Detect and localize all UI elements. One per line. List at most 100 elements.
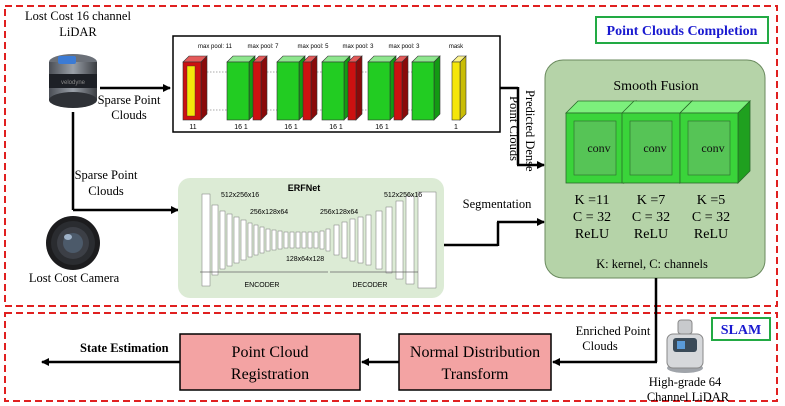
encoder-label: ENCODER bbox=[244, 282, 279, 289]
channel-label-1: 11 bbox=[189, 124, 196, 131]
pool-label-2: max pool: 7 bbox=[247, 44, 279, 50]
completion-region bbox=[4, 5, 778, 307]
erf-layer bbox=[295, 231, 301, 249]
hg-lidar-line1: High-grade 64 bbox=[649, 375, 722, 389]
conv-act-2: ReLU bbox=[634, 227, 668, 242]
decoder-label: DECODER bbox=[352, 282, 387, 289]
erf-layer bbox=[375, 210, 383, 270]
erf-layer bbox=[417, 191, 437, 289]
conv-c-1: C = 32 bbox=[573, 210, 611, 225]
pool-label-6: mask bbox=[449, 44, 464, 50]
lidar-label-line1: Lost Cost 16 channel bbox=[25, 9, 131, 23]
sparse-stage-2: max pool: 7 16 1 bbox=[226, 44, 279, 131]
erfnet-title: ERFNet bbox=[288, 183, 321, 193]
fusion-title: Smooth Fusion bbox=[613, 79, 698, 94]
slam-region bbox=[4, 312, 778, 402]
erf-dim-1: 512x256x16 bbox=[221, 192, 259, 199]
erf-dim-3: 128x64x128 bbox=[286, 256, 324, 263]
state-estimation-label: State Estimation bbox=[80, 341, 169, 355]
erf-layer bbox=[271, 229, 277, 251]
erf-layer bbox=[233, 216, 240, 264]
erf-layer bbox=[226, 213, 233, 267]
erf-layer bbox=[307, 231, 313, 249]
erf-layer bbox=[301, 231, 307, 249]
erf-layer bbox=[325, 228, 331, 252]
svg-text:velodyne: velodyne bbox=[61, 80, 86, 86]
sparse-down-line1: Sparse Point bbox=[75, 168, 138, 182]
conv-act-1: ReLU bbox=[575, 227, 609, 242]
completion-title: Point Clouds Completion bbox=[607, 24, 758, 39]
erf-dim-4: 256x128x64 bbox=[320, 209, 358, 216]
erf-layer bbox=[253, 224, 259, 256]
ndt-line1: Normal Distribution bbox=[410, 344, 540, 361]
sparse-stage-3: max pool: 5 16 1 bbox=[276, 44, 329, 131]
sparse-down-line2: Clouds bbox=[88, 184, 124, 198]
pool-label-3: max pool: 5 bbox=[297, 44, 329, 50]
conv-label: conv bbox=[701, 141, 724, 155]
erf-layer bbox=[405, 195, 415, 285]
conv-act-3: ReLU bbox=[694, 227, 728, 242]
pool-label-5: max pool: 3 bbox=[388, 44, 420, 50]
ndt-box bbox=[398, 333, 552, 391]
erf-layer bbox=[319, 230, 325, 250]
channel-label-3: 16 1 bbox=[284, 124, 298, 131]
conv-c-2: C = 32 bbox=[632, 210, 670, 225]
camera-icon bbox=[46, 216, 100, 270]
channel-label-5: 16 1 bbox=[375, 124, 389, 131]
slam-title: SLAM bbox=[721, 323, 761, 338]
channel-label-2: 16 1 bbox=[234, 124, 248, 131]
erf-layer bbox=[333, 224, 340, 256]
enriched-line1: Enriched Point bbox=[576, 324, 651, 338]
sparse-stage-6: mask 1 bbox=[411, 44, 467, 131]
lidar-16-icon: velodyne bbox=[49, 54, 97, 108]
erf-layer bbox=[247, 222, 253, 258]
erf-layer bbox=[395, 200, 404, 280]
erf-layer bbox=[365, 214, 372, 266]
segmentation-label: Segmentation bbox=[463, 197, 532, 211]
hg-lidar-line2: Channel LiDAR bbox=[647, 390, 730, 404]
erf-dim-5: 512x256x16 bbox=[384, 192, 422, 199]
pcr-line1: Point Cloud bbox=[232, 344, 309, 361]
pcr-line2: Registration bbox=[231, 366, 309, 383]
sparse-right-line1: Sparse Point bbox=[98, 93, 161, 107]
erf-layer bbox=[265, 228, 271, 252]
erf-layer bbox=[313, 231, 319, 249]
erf-layer bbox=[385, 206, 393, 274]
erf-layer bbox=[357, 216, 364, 264]
erf-layer bbox=[259, 226, 265, 254]
fusion-conv-3: conv K =5 C = 32 ReLU bbox=[679, 100, 751, 242]
channel-label-6: 1 bbox=[454, 124, 458, 131]
pcr-box bbox=[179, 333, 361, 391]
conv-k-2: K =7 bbox=[637, 193, 666, 208]
conv-k-1: K =11 bbox=[575, 193, 610, 208]
sparse-stage-5: max pool: 3 16 1 bbox=[367, 44, 420, 131]
lidar-64-icon bbox=[666, 319, 704, 373]
erf-layer bbox=[283, 231, 289, 249]
erf-layer bbox=[289, 231, 295, 249]
erf-dim-2: 256x128x64 bbox=[250, 209, 288, 216]
erf-layer bbox=[341, 221, 348, 259]
erf-layer bbox=[349, 218, 356, 262]
predicted-line1: Predicted Dense bbox=[523, 90, 537, 172]
erf-layer bbox=[277, 230, 283, 250]
smooth-fusion-block: Smooth Fusion conv K =11 C = 32 ReLU conv K =… bbox=[544, 59, 766, 279]
conv-c-3: C = 32 bbox=[692, 210, 730, 225]
channel-label-4: 16 1 bbox=[329, 124, 343, 131]
erf-layer bbox=[219, 210, 226, 270]
predicted-line2: Point Clouds bbox=[507, 96, 521, 161]
lidar-label-line2: LiDAR bbox=[59, 25, 97, 39]
completion-title-box bbox=[595, 16, 769, 44]
fusion-legend: K: kernel, C: channels bbox=[596, 257, 708, 271]
slam-title-box bbox=[711, 317, 771, 341]
conv-k-3: K =5 bbox=[697, 193, 726, 208]
camera-label: Lost Cost Camera bbox=[29, 271, 120, 285]
erf-layer bbox=[240, 219, 247, 261]
sparse-stage-4: max pool: 3 16 1 bbox=[321, 44, 374, 131]
pool-label-4: max pool: 3 bbox=[342, 44, 374, 50]
erfnet-block: ERFNet 512x256x16 256x128x64 128x64x128 … bbox=[178, 178, 444, 298]
erf-layer bbox=[211, 204, 219, 276]
conv-label: conv bbox=[587, 141, 610, 155]
